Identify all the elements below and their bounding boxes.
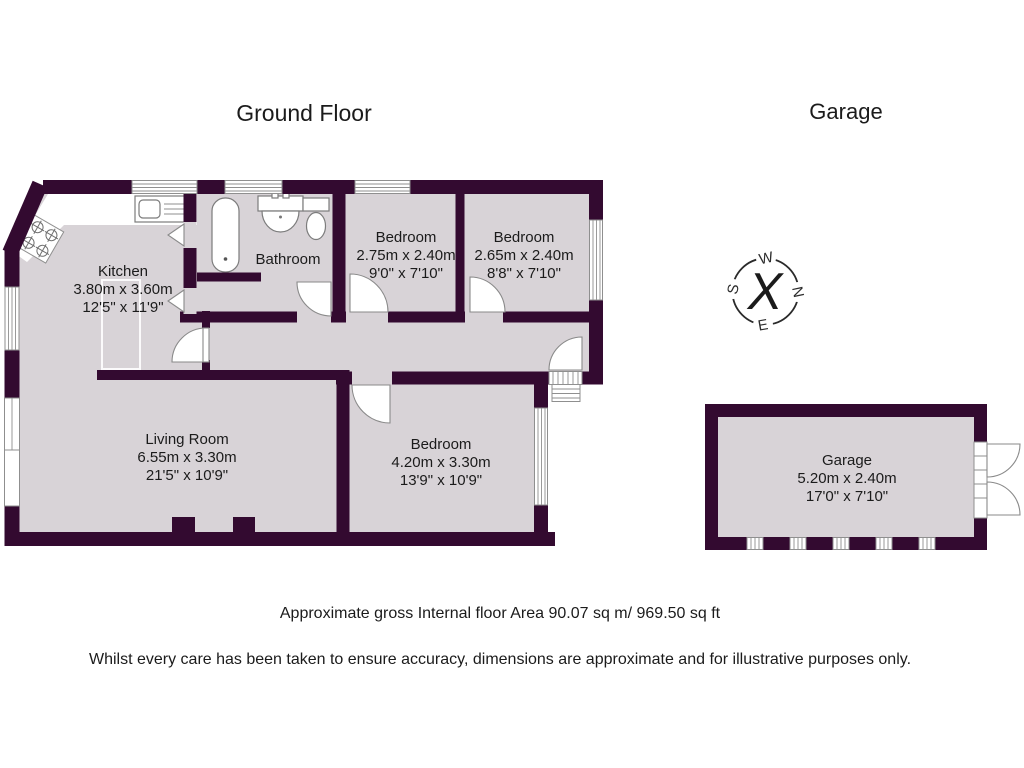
bedroom-bottom-door [351, 384, 391, 424]
bedroom3-metric: 4.20m x 3.30m [391, 454, 490, 471]
living-room-imperial: 21'5" x 10'9" [146, 467, 228, 484]
window-kitchen-top [131, 180, 198, 194]
garage-label: Garage [822, 452, 872, 469]
compass-west: W [757, 249, 775, 269]
wall-chamfer [2, 180, 48, 257]
front-door-steps [551, 384, 581, 402]
garage-title: Garage [809, 99, 882, 124]
garage-window-4 [875, 537, 893, 550]
room-labels: Kitchen 3.80m x 3.60m 12'5" x 11'9" Bath… [73, 229, 573, 489]
garage-floor [711, 410, 981, 544]
living-room-metric: 6.55m x 3.30m [137, 449, 236, 466]
kitchen-cupboard-door-top [167, 222, 185, 248]
chimney-stub-left [172, 517, 195, 532]
kitchen-sink [134, 195, 191, 223]
garage-window-5 [918, 537, 936, 550]
ground-floor-plan: Kitchen 3.80m x 3.60m 12'5" x 11'9" Bath… [2, 180, 603, 546]
windows [4, 180, 603, 507]
kitchen-metric: 3.80m x 3.60m [73, 281, 172, 298]
bathroom-label: Bathroom [255, 251, 320, 268]
garage-door-leaf-bottom [986, 481, 1021, 516]
bedroom2-door [469, 276, 506, 313]
garage-imperial: 17'0" x 7'10" [806, 488, 888, 505]
doors [167, 222, 583, 424]
garage-window-3 [832, 537, 850, 550]
wash-basin [257, 191, 304, 233]
hall-door-stub-bottom [202, 360, 210, 372]
garage-bottom-windows [746, 537, 936, 550]
bedroom2-imperial: 8'8" x 7'10" [487, 265, 561, 282]
window-kitchen-left [4, 286, 20, 351]
disclaimer-text: Whilst every care has been taken to ensu… [89, 651, 911, 668]
ground-floor-floor [8, 191, 600, 540]
bathtub [211, 197, 240, 273]
garage-window-1 [746, 537, 764, 550]
garage-door-opening [973, 441, 1021, 519]
compass-rose: X W N E S [723, 248, 808, 335]
window-bedroom2-right [589, 219, 603, 301]
floor-area-text: Approximate gross Internal floor Area 90… [280, 605, 721, 622]
bedroom1-door [349, 273, 389, 313]
compass-letter-gaps [723, 248, 808, 335]
bedroom2-label: Bedroom [494, 229, 555, 246]
compass-south: S [724, 282, 743, 295]
hallway-door-leaf [202, 327, 210, 363]
window-bedroom1-top [354, 180, 411, 194]
wall-openings [183, 222, 503, 385]
window-bedroom-bottom-right [534, 407, 548, 506]
bedroom3-label: Bedroom [411, 436, 472, 453]
compass-x-mark: X [747, 263, 785, 321]
toilet [302, 197, 330, 241]
bedroom1-metric: 2.75m x 2.40m [356, 247, 455, 264]
window-living-left [4, 397, 20, 507]
garage-plan: Garage 5.20m x 2.40m 17'0" x 7'10" [705, 404, 1021, 550]
kitchen-cupboard-door-bottom [167, 288, 185, 314]
garage-door-leaf-top [986, 443, 1021, 478]
bedroom3-imperial: 13'9" x 10'9" [400, 472, 482, 489]
bedroom2-metric: 2.65m x 2.40m [474, 247, 573, 264]
front-door [548, 336, 583, 371]
hall-door-stub-top [202, 311, 210, 328]
chimney-stub-right [233, 517, 255, 532]
front-door-threshold [548, 371, 583, 385]
bedroom1-imperial: 9'0" x 7'10" [369, 265, 443, 282]
garage-window-2 [789, 537, 807, 550]
bedroom1-label: Bedroom [376, 229, 437, 246]
garage-labels: Garage 5.20m x 2.40m 17'0" x 7'10" [797, 452, 896, 505]
kitchen-peninsula [101, 279, 141, 370]
wall-stubs [172, 311, 255, 532]
compass-north: N [788, 285, 807, 299]
garage-metric: 5.20m x 2.40m [797, 470, 896, 487]
living-room-label: Living Room [145, 431, 228, 448]
kitchen-imperial: 12'5" x 11'9" [82, 299, 163, 316]
compass-east: E [757, 316, 770, 334]
kitchen-label: Kitchen [98, 263, 148, 280]
bathroom-door [296, 281, 332, 317]
ground-floor-title: Ground Floor [236, 100, 372, 126]
window-bathroom-top [224, 180, 283, 194]
